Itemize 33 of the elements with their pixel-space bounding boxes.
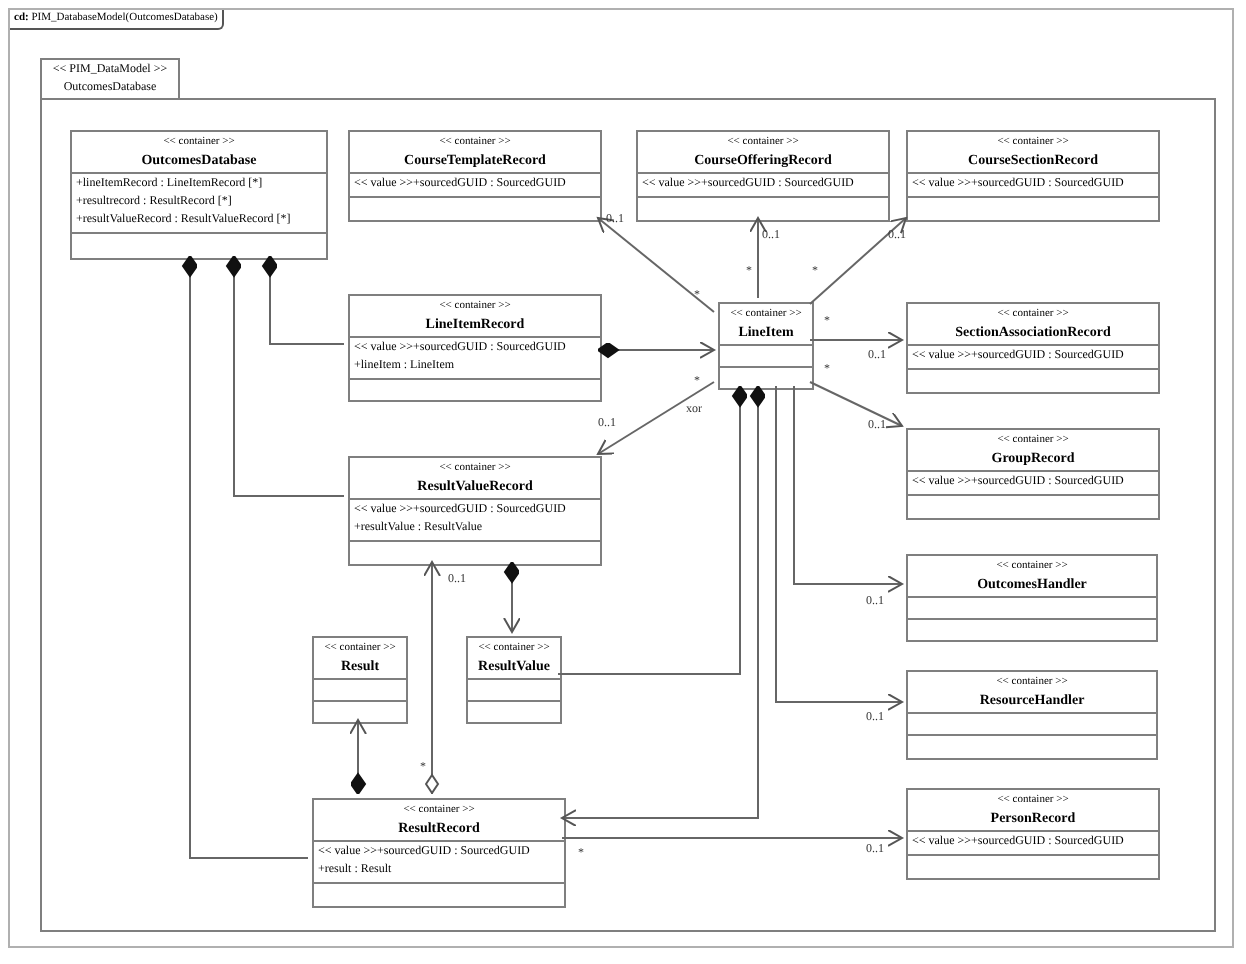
composition-connector [262, 255, 345, 345]
association-arrow [809, 381, 903, 429]
association-arrow [561, 829, 903, 847]
aggregation-connector [423, 561, 441, 795]
composition-connector [349, 719, 367, 795]
association-arrow [597, 217, 715, 313]
association-arrow [809, 217, 907, 305]
class-box [906, 554, 1158, 642]
class-box [348, 130, 602, 222]
class-box [906, 428, 1160, 520]
class-box [906, 130, 1160, 222]
class-box [348, 456, 602, 566]
composition-connector [597, 341, 715, 359]
class-box [312, 798, 566, 908]
class-box [718, 302, 814, 390]
association-arrow [793, 385, 903, 593]
composition-connector [557, 385, 748, 675]
class-box [906, 302, 1160, 394]
association-arrow [775, 385, 903, 711]
class-box [466, 636, 562, 724]
association-arrow [749, 217, 767, 299]
class-box [636, 130, 890, 222]
association-arrow [597, 381, 715, 455]
class-box [70, 130, 328, 260]
composition-connector [503, 561, 521, 633]
class-box [906, 670, 1158, 760]
class-box [312, 636, 408, 724]
composition-connector [561, 385, 766, 827]
composition-connector [182, 255, 309, 859]
class-box [348, 294, 602, 402]
composition-connector [226, 255, 345, 497]
class-box [906, 788, 1160, 880]
association-arrow [809, 331, 903, 349]
